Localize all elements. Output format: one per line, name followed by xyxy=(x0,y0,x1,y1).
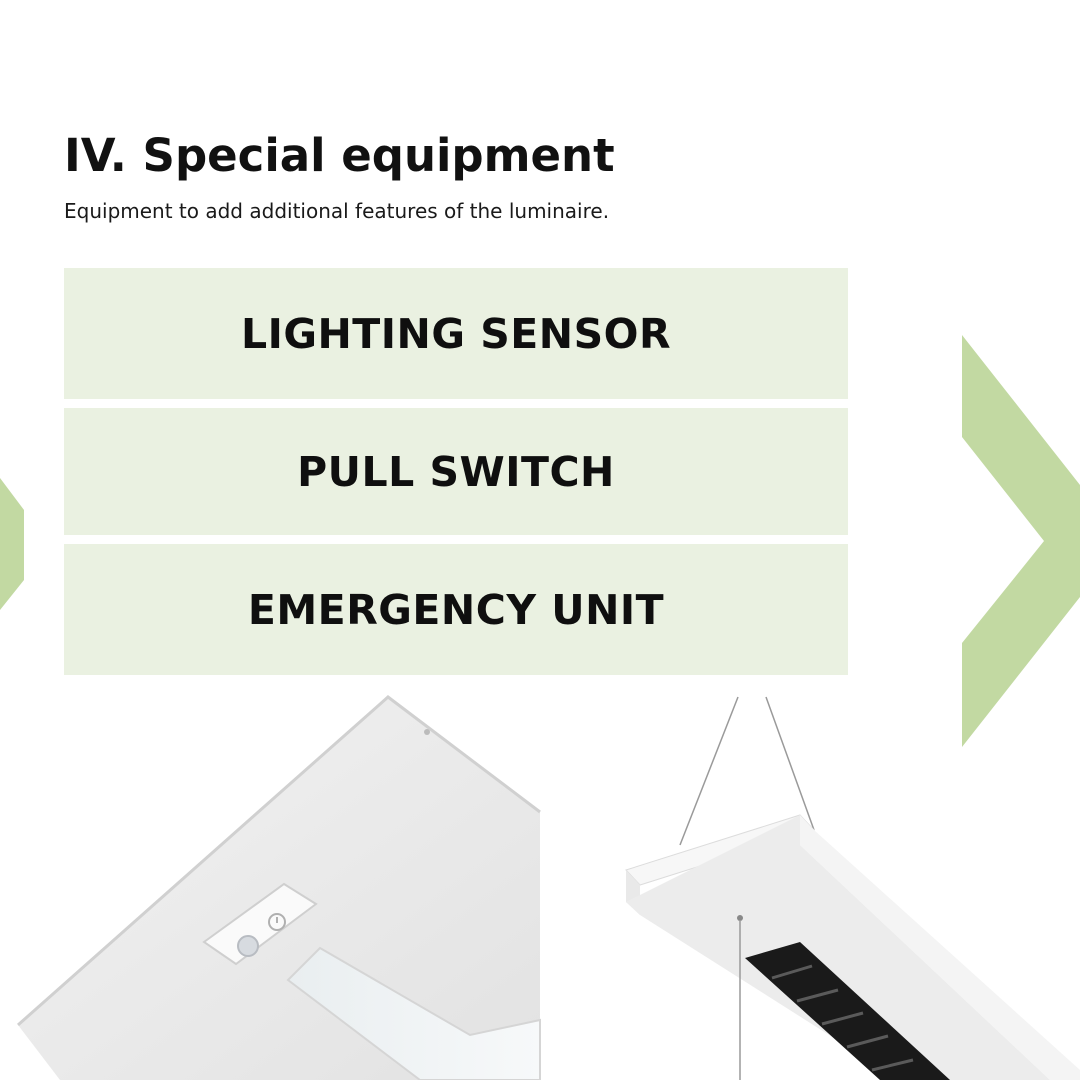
page-subtitle: Equipment to add additional features of … xyxy=(64,199,610,223)
option-emergency-unit[interactable]: EMERGENCY UNIT xyxy=(64,544,848,675)
panel-luminaire-image xyxy=(17,695,541,1080)
chevron-left-icon[interactable] xyxy=(0,470,26,610)
product-photos xyxy=(17,695,1080,1080)
option-lighting-sensor[interactable]: LIGHTING SENSOR xyxy=(64,268,848,399)
option-pull-switch[interactable]: PULL SWITCH xyxy=(64,408,848,535)
lighting-sensor-module xyxy=(202,882,318,966)
page-title: IV. Special equipment xyxy=(64,129,615,182)
chevron-right-icon[interactable] xyxy=(962,335,1080,747)
suspended-luminaire-image xyxy=(625,696,1080,1080)
